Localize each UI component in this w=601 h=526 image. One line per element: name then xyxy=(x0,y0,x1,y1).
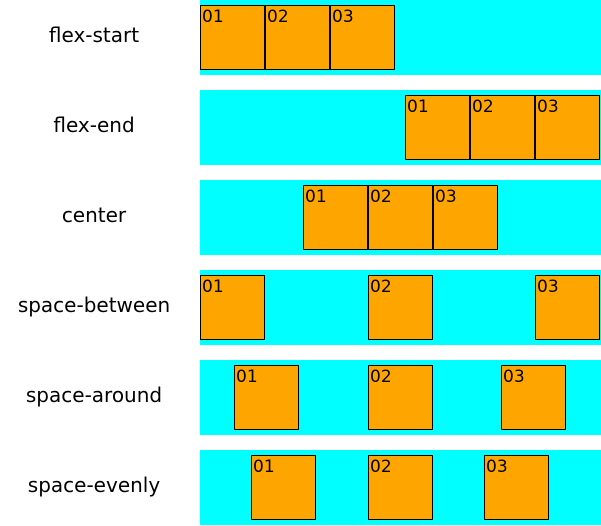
item-label: 02 xyxy=(267,7,289,27)
demo-row-center: center 01 02 03 xyxy=(0,180,601,255)
item-label: 03 xyxy=(503,367,525,387)
flex-item: 01 xyxy=(200,5,265,70)
flex-item: 03 xyxy=(433,185,498,250)
item-label: 01 xyxy=(236,367,258,387)
flex-container: 01 02 03 xyxy=(200,90,601,165)
item-label: 01 xyxy=(305,187,327,207)
row-label: flex-end xyxy=(53,113,135,137)
item-label: 01 xyxy=(407,97,429,117)
flex-item: 02 xyxy=(368,185,433,250)
flex-item: 02 xyxy=(470,95,535,160)
item-label: 03 xyxy=(435,187,457,207)
flex-container: 01 02 03 xyxy=(200,270,601,345)
flex-container: 01 02 03 xyxy=(200,180,601,255)
demo-row-space-evenly: space-evenly 01 02 03 xyxy=(0,450,601,525)
flex-item: 02 xyxy=(368,275,433,340)
flex-item: 02 xyxy=(368,455,433,520)
item-label: 03 xyxy=(332,7,354,27)
item-label: 03 xyxy=(537,277,559,297)
flex-item: 02 xyxy=(368,365,433,430)
demo-row-space-between: space-between 01 02 03 xyxy=(0,270,601,345)
flex-container: 01 02 03 xyxy=(200,0,601,75)
flex-item: 01 xyxy=(251,455,316,520)
flex-container: 01 02 03 xyxy=(200,360,601,435)
flex-item: 01 xyxy=(405,95,470,160)
item-label: 02 xyxy=(370,367,392,387)
item-label: 01 xyxy=(202,277,224,297)
item-label: 01 xyxy=(253,457,275,477)
row-label: space-evenly xyxy=(27,473,161,497)
item-label: 02 xyxy=(370,187,392,207)
item-label: 02 xyxy=(370,277,392,297)
flex-item: 03 xyxy=(330,5,395,70)
flex-item: 03 xyxy=(484,455,549,520)
flex-item: 01 xyxy=(303,185,368,250)
flex-container: 01 02 03 xyxy=(200,450,601,525)
item-label: 02 xyxy=(472,97,494,117)
flex-item: 02 xyxy=(265,5,330,70)
flex-item: 03 xyxy=(535,275,600,340)
item-label: 02 xyxy=(370,457,392,477)
demo-row-flex-start: flex-start 01 02 03 xyxy=(0,0,601,75)
row-label: space-around xyxy=(25,383,163,407)
row-label: space-between xyxy=(17,293,171,317)
item-label: 03 xyxy=(537,97,559,117)
flex-item: 03 xyxy=(535,95,600,160)
item-label: 03 xyxy=(486,457,508,477)
row-label: center xyxy=(61,203,127,227)
flex-item: 03 xyxy=(501,365,566,430)
demo-row-space-around: space-around 01 02 03 xyxy=(0,360,601,435)
demo-row-flex-end: flex-end 01 02 03 xyxy=(0,90,601,165)
flex-item: 01 xyxy=(234,365,299,430)
row-label: flex-start xyxy=(48,23,140,47)
flex-item: 01 xyxy=(200,275,265,340)
item-label: 01 xyxy=(202,7,224,27)
